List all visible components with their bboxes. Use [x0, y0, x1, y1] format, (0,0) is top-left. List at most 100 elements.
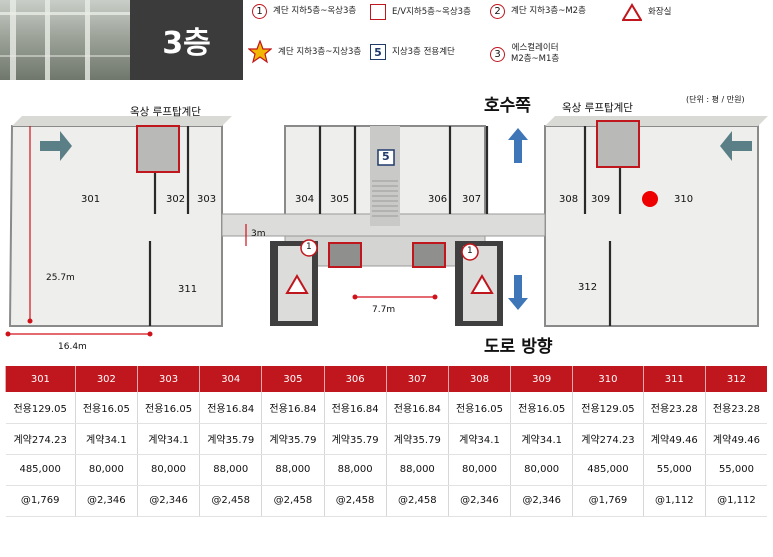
dim-25-7m: 25.7m — [46, 273, 75, 283]
legend-escalator: 3 에스컬레이터 M2층~M1층 — [490, 43, 559, 65]
unit-table: 301 302 303 304 305 306 307 308 309 310 … — [5, 366, 767, 517]
legend-stair-1: 1 계단 지하5층~옥상3층 — [252, 4, 356, 19]
table-header: 310 — [572, 366, 644, 392]
table-cell: 계약34.1 — [137, 423, 201, 455]
table-cell: 계약35.79 — [199, 423, 263, 455]
table-row: @1,769 @2,346 @2,346 @2,458 @2,458 @2,45… — [5, 485, 767, 517]
unit-307: 307 — [462, 194, 482, 205]
table-row: 계약274.23 계약34.1 계약34.1 계약35.79 계약35.79 계… — [5, 423, 767, 455]
table-cell: 계약35.79 — [324, 423, 387, 455]
dim-7-7m: 7.7m — [372, 305, 396, 315]
table-cell: 전용23.28 — [705, 392, 767, 424]
legend-star: 계단 지하3층~지상3층 — [248, 40, 361, 64]
table-cell: 80,000 — [75, 454, 138, 486]
unit-312: 312 — [578, 282, 598, 293]
floor-title: 3층 — [130, 0, 243, 80]
table-cell: @1,112 — [643, 485, 706, 517]
table-header: 306 — [323, 366, 387, 392]
unit-304: 304 — [295, 194, 315, 205]
legend-restroom: 화장실 — [622, 3, 671, 21]
table-header: 304 — [199, 366, 262, 392]
table-cell: 88,000 — [261, 454, 325, 486]
table-cell: 계약49.46 — [643, 423, 706, 455]
building-photo — [0, 0, 130, 80]
road-side-label: 도로 방향 — [484, 337, 553, 357]
table-cell: 전용16.84 — [386, 392, 449, 424]
table-cell: @2,458 — [324, 485, 387, 517]
table-cell: @2,346 — [75, 485, 138, 517]
unit-302: 302 — [166, 194, 186, 205]
table-cell: @1,769 — [572, 485, 644, 517]
unit-310: 310 — [674, 194, 694, 205]
table-cell: @1,769 — [5, 485, 76, 517]
unit-311: 311 — [178, 284, 198, 295]
table-cell: 485,000 — [5, 454, 76, 486]
red-square-icon — [370, 4, 386, 20]
legend-stair-2: 2 계단 지하3층~M2층 — [490, 4, 586, 19]
table-cell: 전용16.05 — [448, 392, 512, 424]
table-header: 302 — [74, 366, 138, 392]
table-cell: 계약34.1 — [448, 423, 512, 455]
table-cell: 전용16.05 — [75, 392, 138, 424]
triangle-icon — [622, 3, 642, 21]
unit-309: 309 — [591, 194, 611, 205]
rooftop-stair-left: 옥상 루프탑계단 — [130, 106, 201, 118]
table-cell: 계약49.46 — [705, 423, 767, 455]
table-cell: @2,458 — [386, 485, 449, 517]
table-cell: 전용16.84 — [324, 392, 387, 424]
table-cell: 전용23.28 — [643, 392, 706, 424]
star-icon — [248, 40, 272, 64]
table-cell: @2,458 — [199, 485, 263, 517]
table-cell: 80,000 — [137, 454, 201, 486]
lake-side-label: 호수쪽 — [484, 96, 531, 116]
table-cell: 전용16.84 — [199, 392, 263, 424]
unit-note: (단위 : 평 / 만원) — [686, 95, 745, 104]
circle-1-icon: 1 — [252, 4, 267, 19]
table-cell: 계약35.79 — [386, 423, 449, 455]
table-cell: 88,000 — [324, 454, 387, 486]
table-header: 312 — [704, 366, 767, 392]
table-header: 307 — [385, 366, 449, 392]
table-cell: 전용16.05 — [137, 392, 201, 424]
table-row: 전용129.05 전용16.05 전용16.05 전용16.84 전용16.84… — [5, 392, 767, 424]
table-cell: 계약34.1 — [75, 423, 138, 455]
unit-308: 308 — [559, 194, 579, 205]
unit-303: 303 — [197, 194, 217, 205]
table-cell: 계약34.1 — [510, 423, 574, 455]
table-cell: @2,346 — [448, 485, 512, 517]
table-cell: 80,000 — [510, 454, 574, 486]
circle-2-icon: 2 — [490, 4, 505, 19]
table-header: 303 — [136, 366, 200, 392]
table-cell: @2,458 — [261, 485, 325, 517]
unit-305: 305 — [330, 194, 350, 205]
table-row: 485,000 80,000 80,000 88,000 88,000 88,0… — [5, 454, 767, 486]
table-cell: 전용16.84 — [261, 392, 325, 424]
table-cell: 485,000 — [572, 454, 644, 486]
table-cell: 전용129.05 — [5, 392, 76, 424]
table-cell: 80,000 — [448, 454, 512, 486]
dim-3m: 3m — [251, 229, 266, 239]
marker-1-left: 1 — [306, 242, 312, 252]
marker-5: 5 — [382, 150, 390, 163]
table-header: 308 — [447, 366, 511, 392]
table-cell: 계약274.23 — [572, 423, 644, 455]
table-header: 309 — [510, 366, 573, 392]
table-header: 305 — [261, 366, 325, 392]
table-cell: 88,000 — [386, 454, 449, 486]
legend-ev: E/V지하5층~옥상3층 — [370, 4, 471, 20]
table-cell: 전용129.05 — [572, 392, 644, 424]
unit-301: 301 — [81, 194, 101, 205]
table-cell: 계약274.23 — [5, 423, 76, 455]
table-cell: @2,346 — [510, 485, 574, 517]
unit-306: 306 — [428, 194, 448, 205]
table-cell: 전용16.05 — [510, 392, 574, 424]
table-cell: 55,000 — [643, 454, 706, 486]
table-cell: 계약35.79 — [261, 423, 325, 455]
rooftop-stair-right: 옥상 루프탑계단 — [562, 102, 633, 114]
table-cell: @2,346 — [137, 485, 201, 517]
table-cell: 55,000 — [705, 454, 767, 486]
table-cell: @1,112 — [705, 485, 767, 517]
table-header: 311 — [642, 366, 706, 392]
floor-plan-drawing — [5, 116, 768, 337]
legend-box5: 5 지상3층 전용계단 — [370, 44, 455, 60]
